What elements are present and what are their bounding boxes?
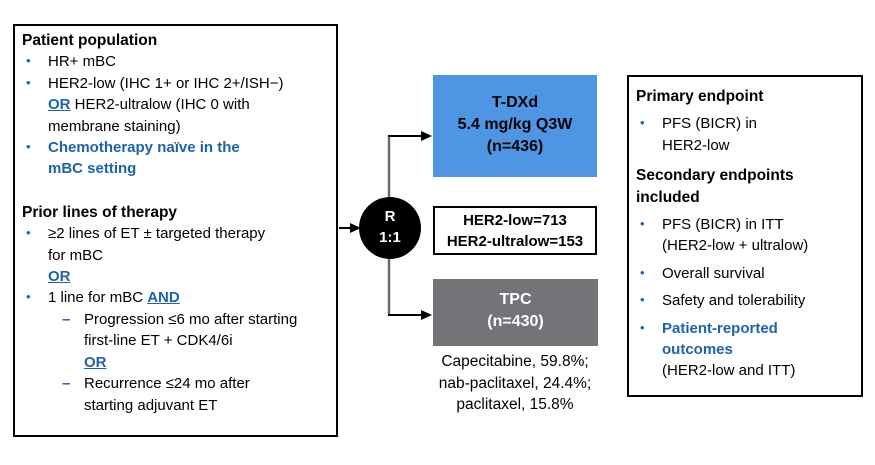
tdxd-arm-box: T-DXd 5.4 mg/kg Q3W (n=436) [433, 75, 597, 177]
tdxd-arm-dose: 5.4 mg/kg Q3W [457, 116, 573, 133]
her2-ultralow-count: HER2-ultralow=153 [446, 233, 584, 250]
text-line: Patient population [15, 30, 336, 51]
bullet-icon: • [640, 292, 645, 308]
text-segment: OR [48, 96, 71, 114]
text-segment: outcomes [662, 341, 733, 359]
text-line: –Progression ≤6 mo after starting [15, 309, 336, 330]
randomization-badge: R 1:1 [359, 197, 421, 259]
tpc-note-line: nab-paclitaxel, 24.4%; [438, 374, 592, 392]
text-line: for mBC [15, 245, 336, 266]
text-line: • 1 line for mBC AND [15, 287, 336, 308]
text-segment: PFS (BICR) in [662, 115, 758, 133]
text-line: OR HER2-ultralow (IHC 0 with [15, 94, 336, 115]
text-segment: included [636, 188, 700, 206]
text-segment: HER2-ultralow (IHC 0 with [70, 96, 250, 114]
text-segment: for mBC [48, 246, 104, 264]
tpc-note-line: paclitaxel, 15.8% [456, 396, 574, 413]
text-line: Prior lines of therapy [15, 202, 336, 223]
text-segment: mBC setting [48, 160, 137, 178]
arrowhead-bottom-icon [421, 310, 432, 320]
tpc-note-line: Capecitabine, 59.8%; [441, 353, 589, 370]
text-segment: Prior lines of therapy [22, 203, 178, 221]
text-line: mBC setting [15, 158, 336, 179]
text-line: • Safety and tolerability [629, 290, 861, 311]
subgroup-counts-box: HER2-low=713 HER2-ultralow=153 [433, 206, 597, 255]
bullet-icon: • [26, 289, 31, 305]
text-segment: 1 line for mBC [48, 289, 148, 307]
text-line: membrane staining) [15, 116, 336, 137]
text-segment: (HER2-low + ultralow) [662, 237, 809, 255]
bullet-icon: • [26, 139, 31, 155]
text-line: (HER2-low and ITT) [629, 360, 861, 381]
text-segment: HER2-low [662, 136, 730, 154]
bullet-icon: • [26, 53, 31, 69]
text-segment: ≥2 lines of ET ± targeted therapy [48, 225, 266, 243]
text-segment: PFS (BICR) in ITT [662, 216, 784, 234]
bullet-icon: • [640, 115, 645, 131]
tpc-arm-box: TPC (n=430) [433, 279, 598, 346]
text-line: • ≥2 lines of ET ± targeted therapy [15, 223, 336, 244]
bullet-icon: • [26, 225, 31, 241]
text-line: OR [15, 266, 336, 287]
text-segment: AND [147, 289, 180, 307]
arrowhead-top-icon [421, 131, 432, 141]
bullet-icon: • [26, 74, 31, 90]
text-segment: (HER2-low and ITT) [662, 362, 796, 380]
tpc-arm-name: TPC [499, 291, 532, 308]
text-line: • HR+ mBC [15, 51, 336, 72]
text-segment: OR [84, 353, 107, 371]
tpc-arm-n: (n=430) [487, 313, 544, 330]
tpc-composition-note: Capecitabine, 59.8%; nab-paclitaxel, 24.… [400, 351, 630, 416]
text-segment: Patient-reported [662, 319, 778, 337]
text-segment: Recurrence ≤24 mo after [84, 375, 250, 393]
tdxd-arm-name: T-DXd [491, 94, 539, 111]
text-segment: Patient population [22, 32, 158, 49]
patient-population-panel: Patient population • HR+ mBC • HER2-low (IHC… [13, 24, 338, 437]
text-segment: starting adjuvant ET [84, 396, 218, 414]
bullet-icon: • [640, 216, 645, 232]
text-line: first-line ET + CDK4/6i [15, 330, 336, 351]
tdxd-arm-n: (n=436) [486, 138, 544, 155]
text-segment: HR+ mBC [48, 53, 116, 71]
her2-low-count: HER2-low=713 [463, 212, 567, 229]
text-line: • PFS (BICR) in [629, 113, 861, 134]
text-line: • Overall survival [629, 263, 861, 284]
text-line: –Recurrence ≤24 mo after [15, 373, 336, 394]
text-line: HER2-low [629, 135, 861, 156]
randomization-ratio: 1:1 [379, 229, 401, 246]
text-line: (HER2-low + ultralow) [629, 235, 861, 256]
text-segment: OR [48, 268, 71, 286]
text-line: Primary endpoint [629, 86, 861, 107]
bullet-icon: • [640, 319, 645, 335]
spacer [629, 156, 861, 165]
spacer [15, 180, 336, 202]
text-segment: Overall survival [662, 264, 765, 282]
text-line: • HER2-low (IHC 1+ or IHC 2+/ISH−) [15, 73, 336, 94]
text-line: Secondary endpoints [629, 165, 861, 186]
text-line: OR [15, 352, 336, 373]
bullet-icon: • [640, 264, 645, 280]
text-segment: first-line ET + CDK4/6i [84, 332, 233, 350]
randomization-label: R [384, 208, 396, 225]
text-segment: Progression ≤6 mo after starting [84, 310, 298, 328]
arrowhead-left-icon [350, 223, 361, 233]
text-line: • Patient-reported [629, 318, 861, 339]
dash-icon: – [62, 310, 71, 328]
text-segment: Primary endpoint [636, 88, 764, 105]
text-line: starting adjuvant ET [15, 395, 336, 416]
text-line: outcomes [629, 339, 861, 360]
text-segment: Safety and tolerability [662, 292, 806, 310]
text-segment: Chemotherapy naïve in the [48, 139, 240, 157]
text-line: • Chemotherapy naïve in the [15, 137, 336, 158]
dash-icon: – [62, 375, 71, 393]
text-line: included [629, 187, 861, 208]
text-segment: HER2-low (IHC 1+ or IHC 2+/ISH−) [48, 74, 284, 92]
text-line: • PFS (BICR) in ITT [629, 214, 861, 235]
text-segment: membrane staining) [48, 117, 181, 135]
text-segment: Secondary endpoints [636, 167, 794, 185]
